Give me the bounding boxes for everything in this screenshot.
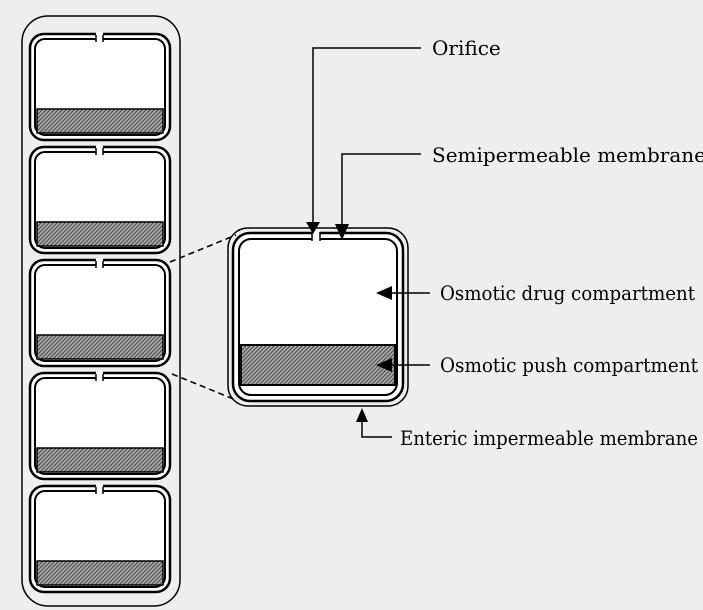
stacked-units [28,32,172,594]
zoom-line-top [169,234,237,263]
semipermeable-leader [341,153,421,224]
enlarged-unit [227,227,409,407]
stack-unit-orifice [96,484,103,495]
push-compartment-arrowhead [376,358,392,372]
stack-unit [28,145,172,255]
stack-unit-orifice [96,32,103,43]
label-semipermeable-membrane: Semipermeable membrane [432,143,703,167]
stack-unit-push-layer [36,560,164,586]
capsule-outer-shell [21,15,181,607]
label-enteric-impermeable-membrane: Enteric impermeable membrane [400,426,698,450]
stack-unit-push-layer [36,108,164,134]
push-compartment [240,344,396,386]
stack-unit-orifice [96,258,103,269]
stack-unit [28,371,172,481]
orifice-arrowhead [306,222,320,234]
semipermeable-arrowhead [335,224,349,240]
stack-unit-orifice [96,145,103,156]
enteric-membrane-arrowhead [356,408,368,422]
label-osmotic-drug-compartment: Osmotic drug compartment [440,281,695,305]
zoom-line-bottom [171,373,237,401]
enteric-membrane-leader [361,420,392,438]
stack-unit-push-layer [36,334,164,360]
orifice-gap [312,229,320,242]
enteric-membrane-layer [227,227,409,407]
stack-unit-orifice [96,371,103,382]
label-orifice: Orifice [432,36,501,60]
stack-unit [28,32,172,142]
arrowheads [306,222,392,422]
stack-unit [28,258,172,368]
label-osmotic-push-compartment: Osmotic push compartment [440,353,698,377]
stack-unit [28,484,172,594]
orifice-leader [312,47,421,222]
drug-compartment-arrowhead [376,286,392,300]
stack-unit-push-layer [36,447,164,473]
leaders [312,47,430,438]
stack-unit-push-layer [36,221,164,247]
